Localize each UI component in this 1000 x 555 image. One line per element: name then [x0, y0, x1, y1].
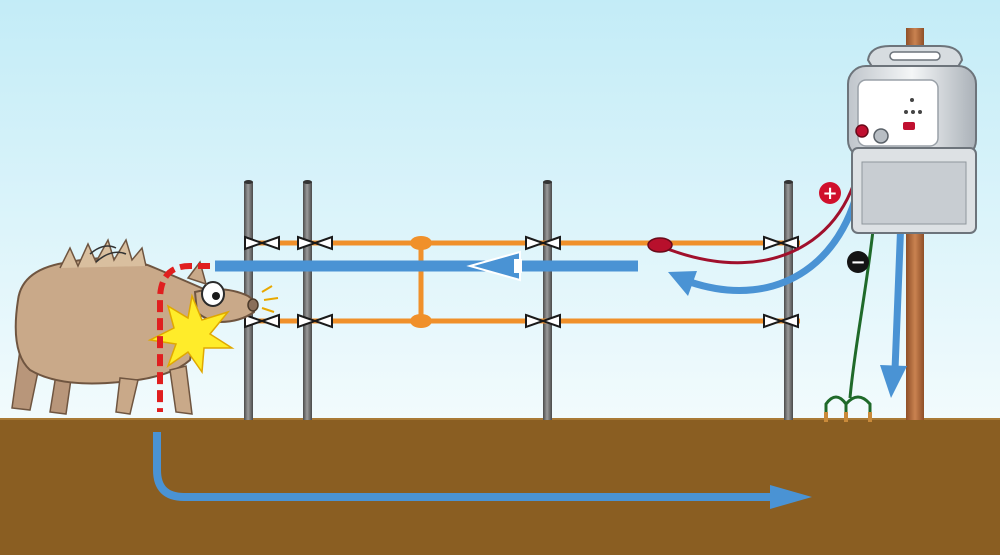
fence-post [784, 180, 793, 420]
insulators [244, 235, 799, 329]
insulator [297, 313, 333, 329]
fence-wires [244, 236, 800, 328]
current-arrowhead [668, 271, 697, 296]
current-arrowhead [770, 485, 812, 509]
insulator [763, 313, 799, 329]
negative-terminal-label: − [850, 252, 865, 273]
wire-joint [410, 236, 432, 250]
current-flow-fence [215, 250, 638, 282]
energizer-icon [847, 45, 977, 234]
insulator [763, 235, 799, 251]
wire-joint [410, 314, 432, 328]
positive-terminal [855, 124, 869, 138]
negative-terminal [873, 128, 889, 144]
insulator [244, 235, 280, 251]
insulator [244, 313, 280, 329]
positive-terminal-label: + [822, 183, 837, 204]
plus-icon: + [819, 182, 841, 204]
positive-connection-clip [647, 237, 673, 253]
insulator [525, 313, 561, 329]
fence-post [303, 180, 312, 420]
shock-path [157, 263, 210, 412]
fence-post [543, 180, 552, 420]
ground-rod-icon [824, 395, 872, 422]
insulator [297, 235, 333, 251]
minus-icon: − [847, 251, 869, 273]
ground [0, 418, 1000, 555]
wild-boar-icon [11, 238, 279, 415]
current-arrowhead [880, 365, 907, 398]
current-flow-underground [153, 432, 780, 501]
insulator [525, 235, 561, 251]
